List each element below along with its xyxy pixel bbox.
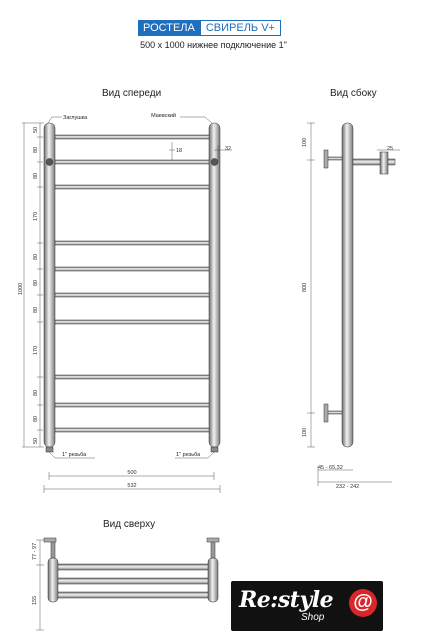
front-right-post [208,122,221,448]
mayevsky-label: Маевский [151,112,176,119]
front-width-dimensions [43,472,221,493]
dim-label: 80 [33,280,39,286]
top-dimensions [36,539,44,631]
plug-label: Заглушка [63,115,88,121]
side-dim-mid: 800 [302,283,308,292]
dim-label: 80 [33,390,39,396]
dim-label: 50 [33,438,39,444]
logo-at-icon: @ [349,589,377,617]
dim-label: 80 [33,307,39,313]
restyle-shop-logo: Re:style Shop @ [231,581,383,631]
dim-label: 80 [33,254,39,260]
model-name: СВИРЕЛЬ V+ [199,20,281,36]
width-500-label: 500 [127,470,136,476]
dim-18: 18 [176,148,182,154]
brand-header: РОСТЕЛА СВИРЕЛЬ V+ [138,20,281,36]
top-view-title: Вид сверху [103,519,156,530]
width-532-label: 532 [127,483,136,489]
front-crossbars [54,134,216,433]
dim-32: 32 [225,146,231,152]
plug-fitting [45,158,54,166]
side-post [341,122,354,448]
spec-subtitle: 500 x 1000 нижнее подключение 1" [140,40,287,50]
front-left-dim-labels: 50 80 80 170 80 80 80 170 80 80 50 1000 [18,127,39,444]
logo-main-text: Re:style [239,587,334,613]
mayevsky-fitting [210,158,219,166]
side-dim-top: 100 [302,138,308,147]
side-dim-25: 25 [387,146,393,152]
front-left-dimensions [22,122,44,448]
dim-label: 80 [33,147,39,153]
side-dim-bottom: 100 [302,428,308,437]
top-view [43,537,220,603]
total-height-label: 1000 [18,283,24,295]
front-left-post [43,122,56,448]
side-dimensions [307,122,400,486]
dim-label: 80 [33,173,39,179]
front-bottom-leaders [48,451,215,459]
top-dim-1: 77 - 97 [32,543,38,560]
dim-label: 80 [33,416,39,422]
side-view [323,122,396,448]
side-dim-depth-small: 45 - 65,32 [318,465,343,471]
brand-name: РОСТЕЛА [138,20,200,36]
top-dim-2: 155 [32,596,38,605]
front-view [43,122,221,453]
side-view-title: Вид сбоку [330,88,377,99]
side-dim-depth: 232 - 242 [336,484,359,490]
thread-right-label: 1'' резьба [176,452,201,458]
front-top-leaders [47,116,232,162]
dim-label: 170 [33,212,39,221]
logo-shop-text: Shop [301,612,325,623]
thread-left-label: 1'' резьба [62,452,87,458]
front-view-title: Вид спереди [102,88,162,99]
dim-label: 170 [33,346,39,355]
dim-label: 50 [33,127,39,133]
